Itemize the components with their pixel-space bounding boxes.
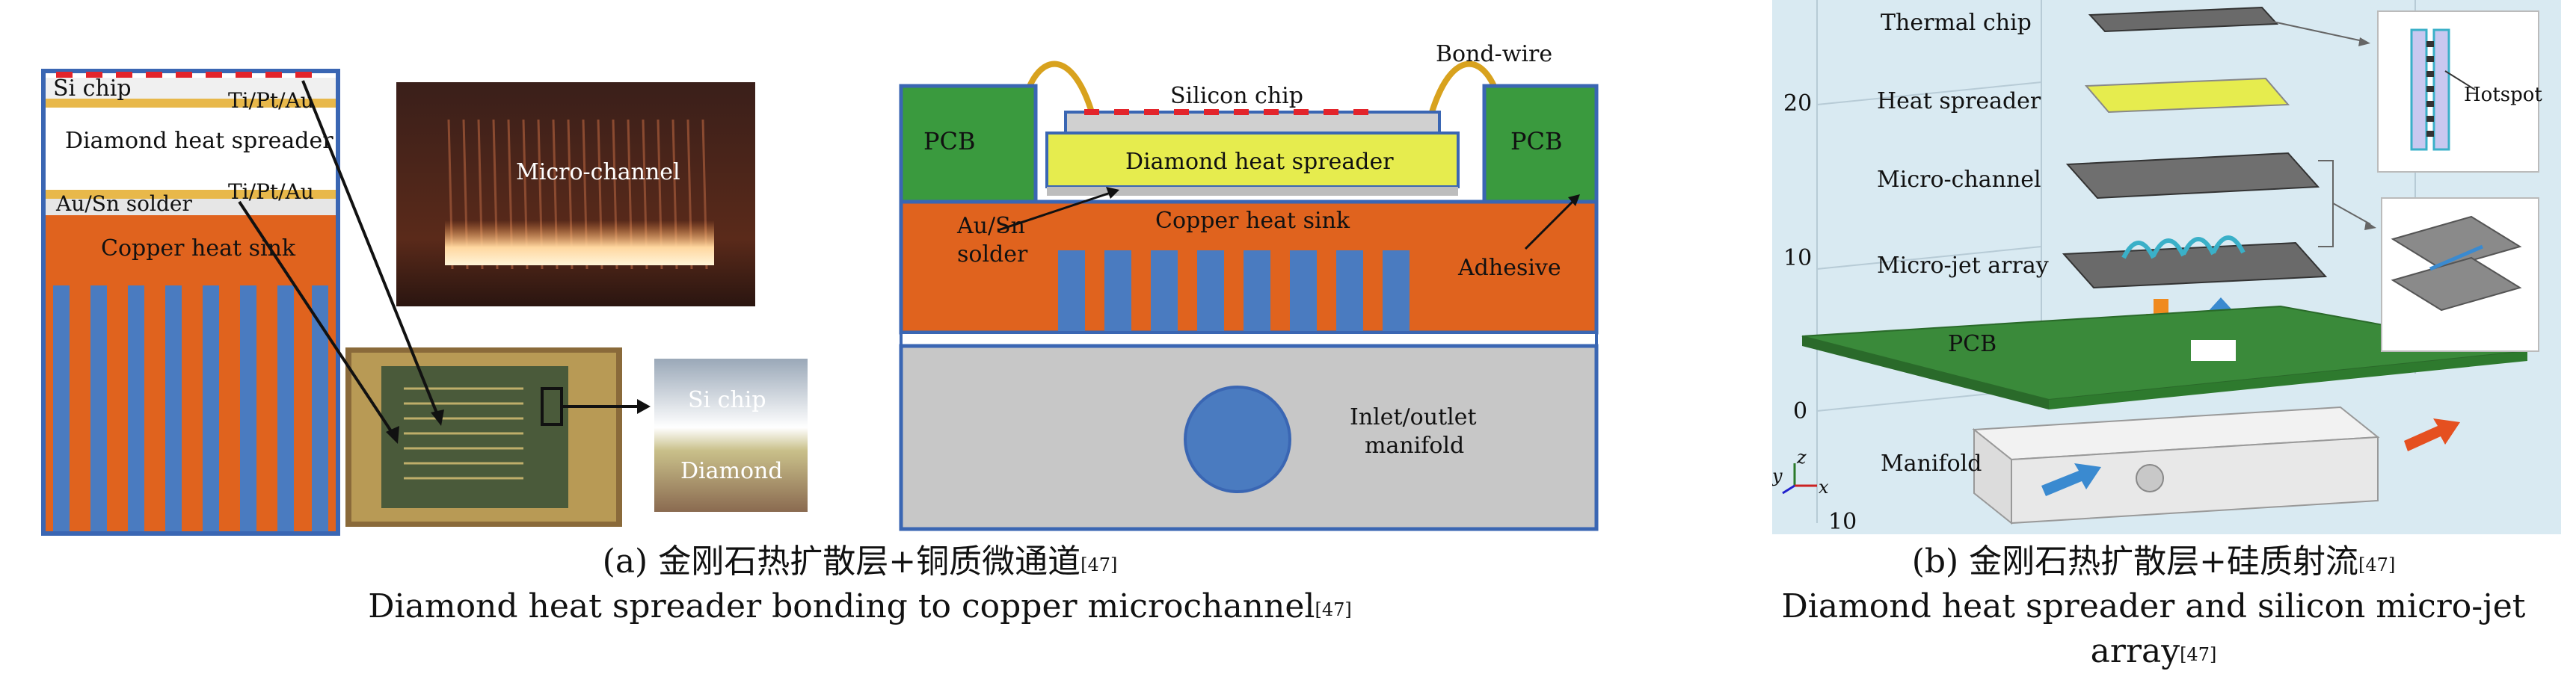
micro-channel-layer [2065, 152, 2320, 200]
outlet-arrow [2404, 418, 2460, 451]
thermal-chip-layer [2088, 6, 2279, 33]
arrow-adhesive [1524, 199, 1576, 250]
label-manifold: Manifold [1881, 451, 1982, 477]
label-si-chip: Si chip [53, 75, 132, 102]
label-diamond-spreader: Diamond heat spreader [1125, 149, 1394, 175]
label-pcb: PCB [1948, 331, 1996, 357]
diamond-spreader [1045, 132, 1460, 188]
panel-a-photos: Micro-channel Si chip Diamond [299, 82, 830, 545]
label-micro-channel: Micro-channel [1877, 167, 2041, 193]
jet-loops [2121, 235, 2245, 259]
photo-composite: Micro-channel Si chip Diamond [345, 82, 808, 527]
silicon-chip-hotspots [1084, 109, 1368, 115]
cross-section-diagram: PCB PCB Bond-wire Silicon chip Diamond h… [899, 41, 1599, 531]
label-pcb-right: PCB [1510, 127, 1563, 155]
ausn-solder-strip [1047, 187, 1458, 196]
axis-triad [1782, 463, 1817, 495]
label-ti-top: Ti/Pt/Au [228, 88, 314, 113]
zoom-arrow-head [637, 399, 651, 414]
label-pcb-left: PCB [923, 127, 976, 155]
leader-thermal-chip [2269, 20, 2364, 42]
caption-a-en-ref: [47] [1315, 599, 1352, 620]
label-manifold-1: Inlet/outlet [1350, 404, 1477, 430]
micro-channel-fins [53, 285, 328, 531]
ti-layer-bottom [46, 190, 336, 199]
leader-inset-2 [2332, 202, 2371, 225]
label-ti-bottom: Ti/Pt/Au [228, 179, 314, 204]
chip-hotspots [56, 72, 312, 78]
label-diamond-photo: Diamond [680, 458, 783, 484]
arrow-si-to-photo [301, 80, 439, 415]
label-thermal-chip: Thermal chip [1881, 10, 2032, 36]
axis-tick-1: 20 [1783, 90, 1812, 117]
layer-stack-diagram: Si chip Ti/Pt/Au Diamond heat spreader T… [41, 69, 340, 536]
manifold-port [1184, 386, 1291, 493]
label-diamond-spreader: Diamond heat spreader [65, 128, 333, 154]
pcb-window [2191, 340, 2236, 361]
label-ausn-1: Au/Sn [956, 213, 1025, 239]
label-heat-spreader: Heat spreader [1877, 88, 2041, 114]
separator-plate [900, 331, 1598, 347]
pointer-arrows [238, 80, 444, 444]
manifold-port [2136, 464, 2164, 492]
caption-b-en-ref: [47] [2180, 644, 2217, 665]
label-micro-jet: Micro-jet array [1877, 253, 2049, 279]
caption-panel-a: (a) 金刚石热扩散层+铜质微通道[47] Diamond heat sprea… [75, 539, 1645, 629]
panel-b-exploded-view: 20 10 0 10 z y x Thermal chip Heat sprea… [1771, 0, 2561, 535]
label-bond-wire: Bond-wire [1436, 41, 1552, 67]
si-chip-layer [46, 78, 336, 99]
cross-section-fins [1058, 250, 1410, 333]
label-si-chip-photo: Si chip [688, 387, 766, 413]
pcb-right [1482, 84, 1599, 204]
inset-hotspot [2377, 10, 2539, 173]
exploded-3d-diagram: 20 10 0 10 z y x Thermal chip Heat sprea… [1771, 0, 2561, 535]
label-ausn-solder: Au/Sn solder [55, 191, 192, 216]
silicon-chip [1064, 111, 1441, 135]
caption-a-en: Diamond heat spreader bonding to copper … [368, 587, 1315, 625]
bond-wire-left [1025, 61, 1095, 114]
panel-a-left-stack: Si chip Ti/Pt/Au Diamond heat spreader T… [41, 69, 340, 536]
panel-a-cross-section: PCB PCB Bond-wire Silicon chip Diamond h… [894, 37, 1604, 534]
axis-z: z [1796, 447, 1807, 468]
manifold-front [2011, 436, 2379, 525]
label-ausn-2: solder [957, 241, 1028, 268]
label-manifold-2: manifold [1365, 433, 1464, 459]
label-copper-sink: Copper heat sink [1155, 208, 1350, 234]
caption-b-cn: (b) 金刚石热扩散层+硅质射流 [1911, 542, 2359, 581]
bond-wire-right [1429, 61, 1498, 114]
inlet-arrow [2041, 463, 2101, 496]
axis-tick-3: 0 [1793, 398, 1807, 424]
caption-panel-b: (b) 金刚石热扩散层+硅质射流[47] Diamond heat spread… [1742, 539, 2565, 674]
ausn-solder-layer [46, 199, 336, 215]
label-adhesive: Adhesive [1457, 255, 1561, 281]
axis-y: y [1772, 466, 1783, 486]
si-diamond-photo [654, 359, 808, 512]
inset-channel-jet [2381, 197, 2539, 352]
caption-a-cn-ref: [47] [1080, 554, 1118, 575]
ti-layer-top [46, 99, 336, 108]
heat-spreader-layer [2084, 77, 2290, 114]
arrow-solder [997, 191, 1111, 232]
diamond-layer [46, 108, 336, 190]
caption-b-en: Diamond heat spreader and silicon micro-… [1781, 587, 2526, 670]
caption-b-cn-ref: [47] [2358, 554, 2396, 575]
axis-tick-2: 10 [1783, 245, 1812, 271]
micro-channel-photo [396, 82, 755, 306]
arrow-copper-to-photo [238, 200, 394, 435]
label-micro-channel-photo: Micro-channel [516, 159, 680, 185]
caption-a-cn: (a) 金刚石热扩散层+铜质微通道 [602, 542, 1081, 581]
axis-x: x [1819, 477, 1829, 498]
axis-tick-4: 10 [1828, 509, 1857, 534]
label-hotspot: Hotspot [2464, 84, 2542, 106]
label-silicon-chip: Silicon chip [1170, 83, 1303, 109]
pcb-left [899, 84, 1038, 204]
